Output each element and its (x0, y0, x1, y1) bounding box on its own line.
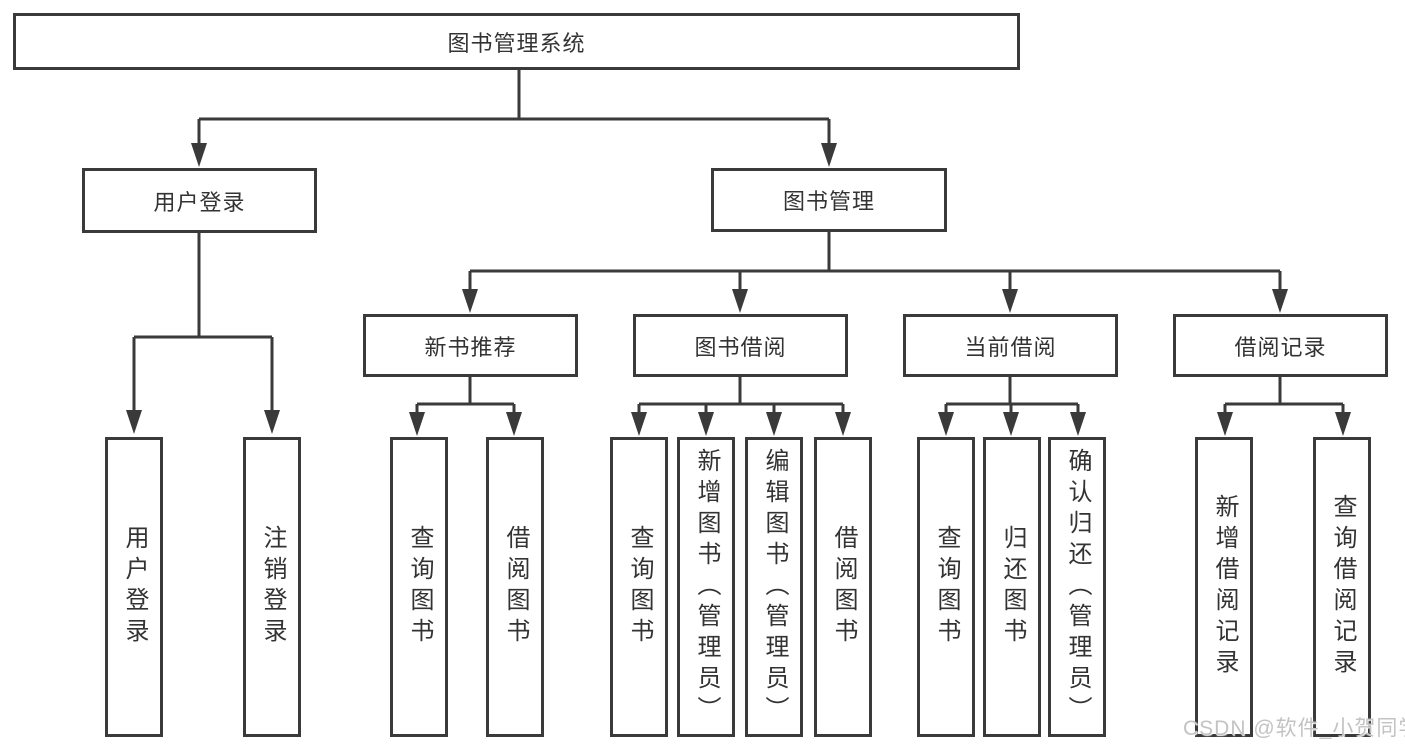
leaf-edit-books-admin: 编辑图书（管理员） (745, 437, 803, 737)
node-user-login: 用户登录 (82, 168, 317, 233)
node-borrowing-records: 借阅记录 (1173, 314, 1388, 377)
arrowhead (732, 289, 748, 313)
leaf-borrow-books-recommend: 借阅图书 (486, 437, 544, 737)
leaf-query-books-recommend: 查询图书 (390, 437, 448, 737)
leaf-add-books-admin: 新增图书（管理员） (677, 437, 735, 737)
connector-current-borrow-to-leaves (938, 377, 1086, 436)
arrowhead (1002, 289, 1018, 313)
connector-borrow-records-to-leaves (1217, 377, 1351, 436)
leaf-return-books: 归还图书 (983, 437, 1041, 737)
arrowhead (1272, 289, 1288, 313)
arrowhead (766, 412, 782, 436)
leaf-add-borrow-record: 新增借阅记录 (1195, 437, 1253, 737)
connector-user-login-to-leaves (126, 233, 280, 434)
arrowhead (835, 412, 851, 436)
leaf-user-login: 用户登录 (105, 437, 163, 737)
arrowhead (409, 412, 425, 436)
arrowhead (506, 412, 522, 436)
arrowhead (1003, 412, 1019, 436)
arrowhead (264, 410, 280, 434)
arrowhead (631, 412, 647, 436)
node-current-borrowing: 当前借阅 (903, 314, 1118, 377)
arrowhead (126, 410, 142, 434)
arrowhead (191, 143, 207, 167)
arrowhead (938, 412, 954, 436)
connector-book-borrow-to-leaves (631, 377, 851, 436)
arrowhead (698, 412, 714, 436)
arrowhead (1217, 412, 1233, 436)
arrowhead (1070, 412, 1086, 436)
leaf-borrow-books: 借阅图书 (814, 437, 872, 737)
connector-root-to-level2 (191, 70, 837, 167)
node-root-library-system: 图书管理系统 (13, 13, 1020, 70)
leaf-query-borrow-record: 查询借阅记录 (1313, 437, 1371, 737)
leaf-query-books-borrowing: 查询图书 (610, 437, 668, 737)
connector-new-book-rec-to-leaves (409, 377, 522, 436)
connector-book-mgmt-to-level3 (462, 232, 1288, 313)
arrowhead (821, 143, 837, 167)
leaf-query-books-current: 查询图书 (917, 437, 975, 737)
arrowhead (1335, 412, 1351, 436)
leaf-confirm-return-admin: 确认归还（管理员） (1048, 437, 1106, 737)
node-book-management: 图书管理 (711, 168, 947, 232)
node-new-book-recommendation: 新书推荐 (363, 314, 578, 377)
node-book-borrowing: 图书借阅 (633, 314, 848, 377)
leaf-logout: 注销登录 (243, 437, 301, 737)
csdn-watermark: CSDN @软件_小贺同学 (1183, 717, 1405, 740)
arrowhead (462, 289, 478, 313)
